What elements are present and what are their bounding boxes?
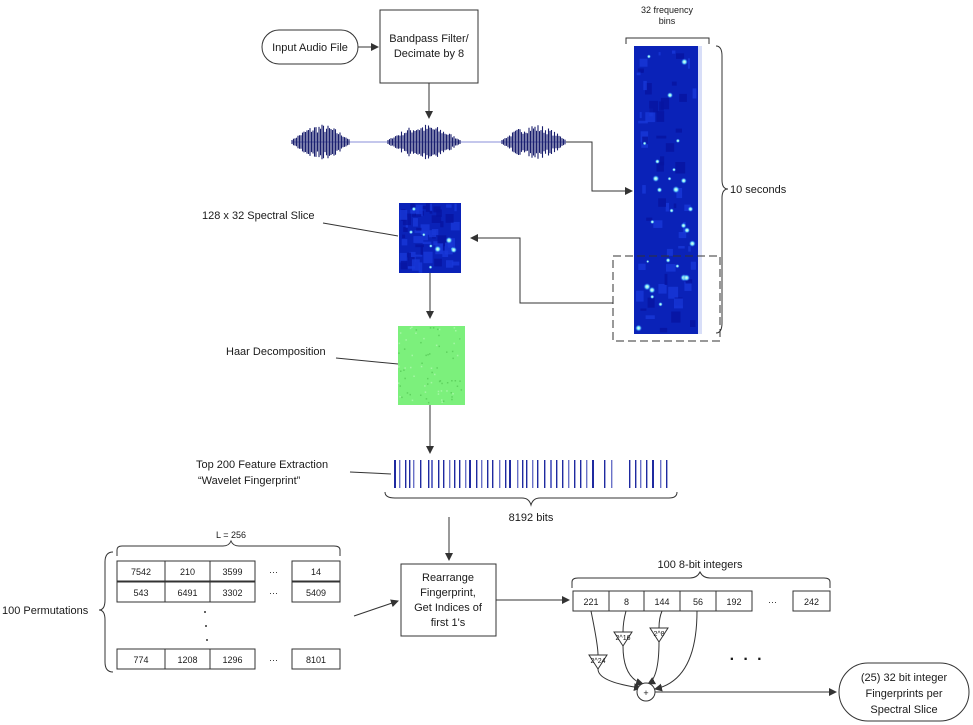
top200-leader — [349, 471, 392, 475]
vertical-ellipsis — [204, 611, 208, 641]
integer-cell: 8 — [624, 597, 629, 607]
perm-cell: ··· — [269, 655, 278, 665]
integer-cell: 221 — [583, 597, 598, 607]
output-node: (25) 32 bit integer Fingerprints per Spe… — [838, 662, 970, 722]
selected-slice-region — [612, 255, 721, 342]
integer-cell: ··· — [768, 597, 777, 607]
output-line1: (25) 32 bit integer — [861, 672, 948, 684]
weighting-network: 2^24 2^16 2^8 — [588, 610, 698, 692]
permutations-label: 100 Permutations — [2, 605, 89, 617]
perm-cell: 1296 — [222, 655, 242, 665]
perm-cell: 1208 — [177, 655, 197, 665]
integer-cell: 192 — [726, 597, 741, 607]
sum-plus-sign: + — [643, 688, 648, 698]
weight-triangle — [649, 627, 669, 643]
weight-label: 2^16 — [616, 635, 631, 642]
spectral-slice-image — [399, 203, 461, 273]
l-256-brace — [116, 539, 341, 556]
rearrange-line3: Get Indices of — [414, 602, 483, 614]
output-line3: Spectral Slice — [870, 704, 937, 716]
perm-cell: ··· — [269, 567, 278, 577]
bits-label: 8192 bits — [509, 512, 554, 524]
perm-cell: 774 — [133, 655, 148, 665]
integer-cell: 56 — [693, 597, 703, 607]
frequency-bins-label-group: 32 frequency bins — [625, 5, 710, 44]
permutation-table: 7542 210 3599 ··· 14 543 6491 3302 ··· 5409 774 120… — [116, 560, 341, 670]
spectral-slice-label: 128 x 32 Spectral Slice — [202, 210, 315, 222]
perm-cell: 5409 — [306, 588, 326, 598]
integer-cell: 242 — [804, 597, 819, 607]
rearrange-line1: Rearrange — [422, 572, 474, 584]
perm-cell: ··· — [269, 588, 278, 598]
perm-cell: 543 — [133, 588, 148, 598]
ten-seconds-label: 10 seconds — [730, 184, 787, 196]
perm-cell: 210 — [180, 567, 195, 577]
perm-cell: 7542 — [131, 567, 151, 577]
integer-array: 221 8 144 56 192 ··· 242 — [572, 590, 831, 612]
rearrange-line4: first 1's — [431, 617, 466, 629]
top200-label-line1: Top 200 Feature Extraction — [196, 459, 328, 471]
filtered-waveform — [291, 124, 566, 160]
arrow-region-to-slice — [470, 234, 613, 304]
integer-cell: 144 — [654, 597, 669, 607]
bandpass-filter-node: Bandpass Filter/ Decimate by 8 — [379, 9, 479, 84]
freq-bins-bracket — [625, 37, 710, 44]
perm-cell: 3302 — [222, 588, 242, 598]
weight-triangle — [613, 631, 633, 647]
arrow-waveform-to-spectrogram — [566, 141, 633, 195]
input-audio-node: Input Audio File — [261, 29, 359, 65]
rearrange-line2: Fingerprint, — [420, 587, 476, 599]
top200-label-line2: “Wavelet Fingerprint” — [198, 475, 301, 487]
weight-triangle — [588, 654, 608, 670]
weight-label: 2^8 — [653, 631, 664, 638]
perm-cell: 8101 — [306, 655, 326, 665]
input-audio-label: Input Audio File — [272, 42, 348, 54]
haar-image — [398, 326, 465, 405]
wavelet-fingerprint-barcode — [394, 460, 668, 488]
integers-brace — [571, 570, 831, 588]
freq-bins-label-line2: bins — [659, 16, 676, 26]
perm-cell: 14 — [311, 567, 321, 577]
haar-label: Haar Decomposition — [226, 346, 326, 358]
bandpass-label-line1: Bandpass Filter/ — [389, 33, 469, 45]
bits-brace — [384, 491, 678, 507]
integers-label: 100 8-bit integers — [658, 559, 743, 571]
haar-leader — [335, 357, 399, 365]
output-line2: Fingerprints per — [865, 688, 942, 700]
spectral-slice-leader — [322, 222, 399, 237]
full-spectrogram — [634, 46, 702, 334]
perm-cell: 3599 — [222, 567, 242, 577]
big-ellipsis: · · · — [730, 651, 765, 668]
perm-cell: 6491 — [177, 588, 197, 598]
permutations-brace — [98, 551, 114, 673]
weight-label: 2^24 — [591, 658, 606, 665]
rearrange-node: Rearrange Fingerprint, Get Indices of fi… — [400, 563, 497, 637]
ten-seconds-brace — [715, 45, 729, 334]
bandpass-label-line2: Decimate by 8 — [394, 48, 464, 60]
arrow-perm-to-rearrange — [353, 599, 399, 617]
l-256-label: L = 256 — [216, 530, 246, 540]
freq-bins-label-line1: 32 frequency — [641, 5, 694, 15]
